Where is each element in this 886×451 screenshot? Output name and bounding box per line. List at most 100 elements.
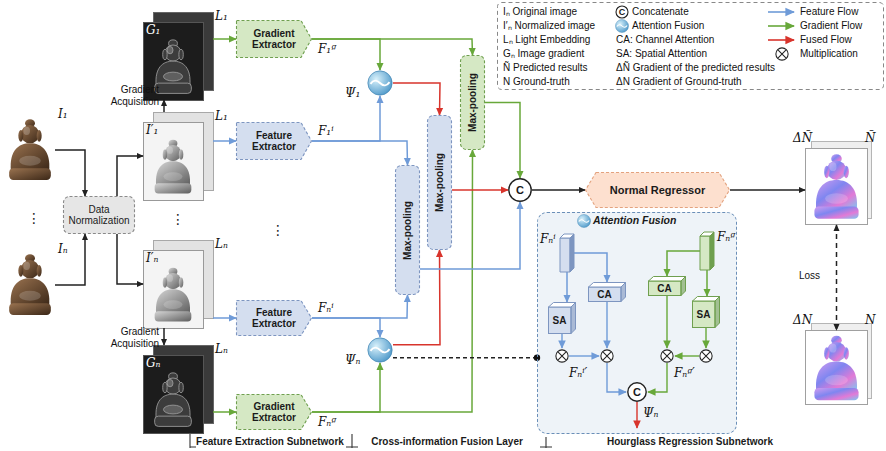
ficon-outline (367, 337, 393, 363)
legend-text: I′ₙ Normalized image (503, 20, 595, 32)
connector (393, 357, 537, 359)
concat-symbol: C (508, 178, 532, 202)
node-label: Ñ (865, 131, 876, 145)
fusion-sample (615, 19, 628, 32)
connector (213, 140, 236, 142)
node-label: ΔN (793, 313, 812, 327)
node-label: Feature Extractor (244, 307, 304, 329)
node-label: SA (553, 315, 567, 326)
node-label: Lₙ (215, 237, 228, 251)
node-label: I₁ (58, 107, 68, 121)
connector (312, 318, 380, 337)
image-stack: I′ₙLₙ (143, 240, 213, 328)
normal-map: ΔNN (805, 330, 868, 405)
buddha-image (9, 119, 51, 180)
connector (312, 295, 408, 318)
image-stack (144, 113, 214, 329)
node-label: N (865, 313, 876, 327)
connector (667, 251, 700, 276)
connector (312, 39, 380, 70)
attention-block: CA (588, 282, 626, 302)
node-label: I′ₙ (146, 251, 158, 265)
edge-label: Gradient Acquisition (97, 326, 159, 350)
detail-panel: Attention FusionFₙⁱ FₙᵍCA CA SA SA C (537, 212, 737, 434)
extractor-box: Feature Extractor (236, 122, 312, 160)
connector (566, 272, 568, 302)
connector (213, 411, 236, 413)
connector (117, 156, 143, 196)
fusion-icon (577, 214, 590, 227)
edge-label: Fₙᵍ (318, 415, 336, 429)
connector (706, 270, 708, 296)
section-label: Cross-information Fusion Layer (347, 436, 547, 448)
connector (163, 328, 165, 345)
slab-outline (700, 232, 714, 270)
connector (117, 234, 143, 284)
legend-text: Gradient Flow (800, 20, 862, 32)
flow-sample (768, 25, 794, 27)
node-label: Iₙ (58, 242, 68, 256)
flow-sample (768, 39, 794, 41)
regressor-box: Normal Regressor (585, 172, 730, 208)
feature-map: Fₙⁱ (560, 234, 574, 272)
legend-text: ΔÑ Gradient of the predicted results (616, 62, 775, 74)
multiply-sample (776, 48, 788, 60)
connector (574, 253, 607, 282)
legend-text: CA: Channel Attention (616, 34, 714, 46)
node-label: Max-pooling (434, 153, 445, 212)
node-label: Max-pooling (402, 201, 413, 260)
pooling-box: Max-pooling (460, 55, 485, 150)
input-image: I₁ (5, 115, 55, 185)
buddha-image (9, 254, 51, 315)
connector (213, 317, 236, 319)
feature-map: Fₙᵍ (700, 232, 714, 270)
node-label: C (516, 184, 524, 196)
attention-block: CA (648, 276, 686, 296)
node-label: L₁ (215, 109, 228, 123)
node-label: Lₙ (215, 342, 228, 356)
legend-text: ΔN Gradient of Ground-truth (616, 76, 742, 88)
node-label: Fₙᵍ (717, 230, 735, 244)
node-label: Ψ₁ (345, 86, 360, 100)
concat-symbol: C (627, 382, 647, 402)
concat-letter: C (616, 6, 628, 18)
legend-text: Fused Flow (800, 34, 852, 46)
flow-sample (768, 11, 794, 13)
extractor-box: Feature Extractor (236, 300, 312, 336)
connector (393, 83, 440, 115)
node-label: Gradient Extractor (244, 28, 304, 50)
legend-text: Gₙ Image gradient (503, 48, 584, 60)
legend-text: Lₙ Light Embedding (503, 34, 590, 46)
connector (163, 100, 165, 112)
connector (532, 189, 585, 191)
legend-text: Multiplication (800, 48, 858, 60)
legend-text: Concatenate (632, 6, 689, 18)
feature-label: Fₙᵍ′ (674, 366, 695, 380)
image-stack: I′₁L₁ (143, 112, 213, 200)
connector (836, 225, 838, 330)
edge-label: Fₙⁱ (318, 301, 334, 315)
panel-ground (537, 212, 737, 434)
node-label: Gradient Extractor (244, 401, 304, 423)
edge-label: F₁ⁱ (318, 124, 334, 138)
node-label: Normal Regressor (610, 184, 705, 196)
node-label: SA (697, 309, 711, 320)
multiply-symbol (556, 350, 568, 362)
node-label: ΔÑ (793, 131, 812, 145)
node-label: G₁ (146, 23, 160, 37)
concat-sample (616, 6, 628, 18)
extractor-box: Gradient Extractor (236, 394, 312, 430)
node-label: C (633, 386, 641, 398)
normal-map: ΔÑÑ (805, 148, 868, 225)
node-label: Attention Fusion (593, 215, 676, 226)
connector (213, 38, 236, 40)
node-label: CA (657, 283, 671, 294)
section-label: Feature Extraction Subnetwork (170, 436, 370, 448)
multiply-symbol (661, 350, 673, 362)
multiply-symbol (601, 350, 613, 362)
node-label: CA (597, 289, 611, 300)
input-image: Iₙ (5, 250, 55, 320)
node-label: Fₙⁱ (540, 232, 556, 246)
node-label: Feature Extractor (244, 130, 304, 152)
node-label: Max-pooling (467, 73, 478, 132)
